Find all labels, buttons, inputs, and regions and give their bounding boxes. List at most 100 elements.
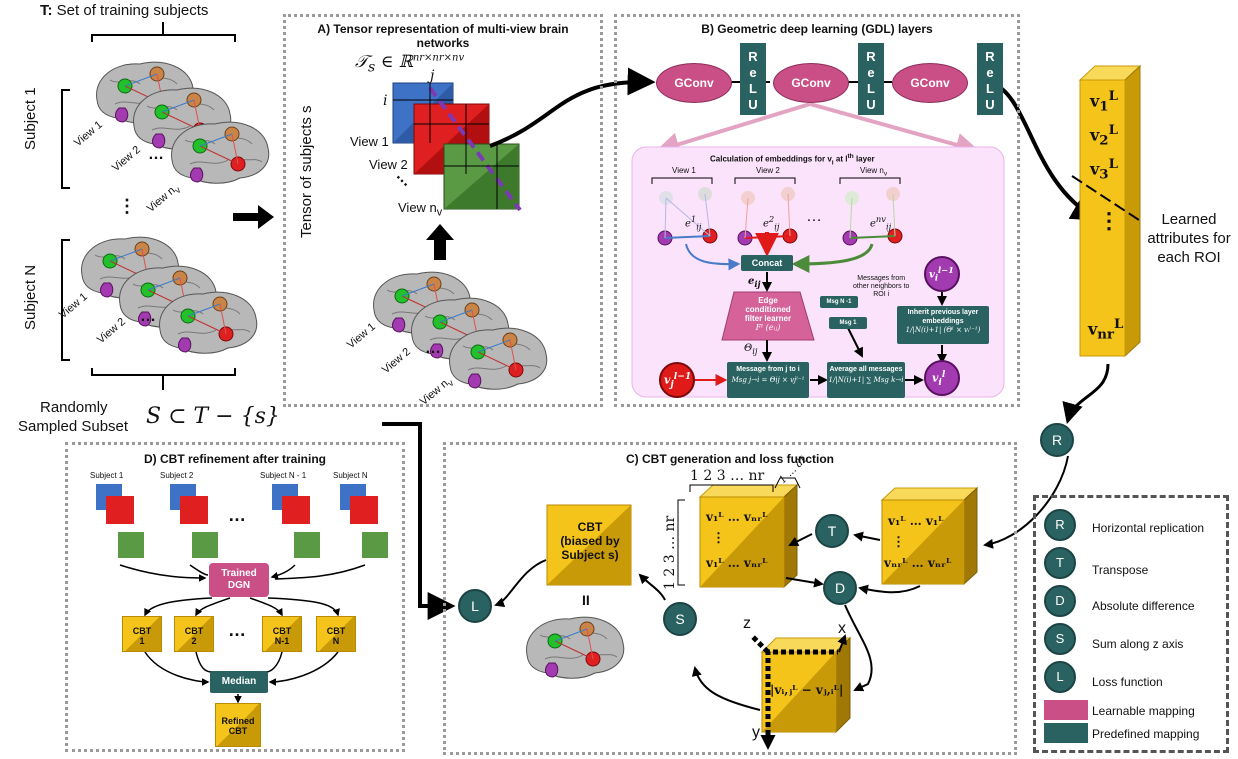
learned-v3: v3L — [1090, 156, 1118, 183]
node-d: D — [823, 571, 857, 605]
gconv-1: GConv — [656, 63, 732, 103]
legend-t-text: Transpose — [1092, 563, 1149, 577]
left-dots-n: … — [140, 308, 156, 325]
right-matrix-row1: v₁ᴸ … v₁ᴸ — [888, 514, 944, 528]
tensor-viewn: View nv — [398, 200, 443, 219]
panel-d-title: D) CBT refinement after training — [143, 452, 326, 466]
panel-d — [65, 442, 405, 752]
cbt-dots: … — [228, 620, 246, 640]
legend-t: T — [1044, 547, 1076, 579]
legend-predefined-text: Predefined mapping — [1092, 727, 1200, 741]
learned-vnr: vnrL — [1088, 316, 1124, 343]
legend-box — [1033, 495, 1229, 753]
tensor-i-label: i — [383, 93, 388, 109]
subject1-label: Subject 1 — [22, 87, 39, 150]
left-vdots: ⋮ — [118, 196, 136, 216]
a-brain-dots: … — [425, 340, 441, 357]
axis-y-label: y — [752, 724, 760, 741]
panel-b-title: B) Geometric deep learning (GDL) layers — [701, 22, 933, 36]
legend-s-text: Sum along z axis — [1092, 637, 1184, 651]
left-matrix-row1: v₁ᴸ … vₙᵣᴸ — [706, 510, 768, 524]
legend-predefined-swatch — [1044, 723, 1088, 743]
bracket-subjectN — [61, 239, 70, 361]
learned-v1: v1L — [1090, 88, 1118, 115]
tensor-j-label: j — [430, 68, 435, 84]
legend-d-text: Absolute difference — [1092, 599, 1195, 613]
legend-r-text: Horizontal replication — [1092, 521, 1205, 535]
random-subset-label-2: Sampled Subset — [18, 418, 129, 435]
d-subjectN: Subject N — [333, 471, 368, 480]
vi-node: vil — [932, 369, 946, 388]
tensor-math: 𝒯s ∈ ℝnr×nr×nv — [355, 52, 465, 76]
axis-x-label: x — [838, 620, 846, 637]
bracket-subject1 — [61, 89, 70, 189]
random-subset-label-1: Randomly — [40, 399, 108, 416]
learned-vdots: ⋮ — [1098, 208, 1120, 233]
legend-r: R — [1044, 509, 1076, 541]
tensor-view1: View 1 — [350, 134, 389, 149]
node-t: T — [815, 514, 849, 548]
node-s: S — [663, 602, 697, 636]
legend-learnable-text: Learnable mapping — [1092, 704, 1195, 718]
vj-node: vjl−1 — [664, 371, 692, 390]
msg-1-box: Msg 1 — [829, 317, 867, 329]
panel-c — [443, 442, 1017, 755]
b-viewn: View nv — [860, 166, 888, 178]
d-subject2: Subject 2 — [160, 471, 194, 480]
bracket-bottom — [91, 368, 236, 390]
left-matrix-row2: v₁ᴸ … vₙᵣᴸ — [706, 556, 768, 570]
equals-sign: II — [582, 592, 590, 608]
panel-a — [283, 14, 603, 407]
axis-z-label: z — [743, 615, 751, 632]
abs-diff-math: |vᵢ,ⱼᴸ − vⱼ,ᵢᴸ| — [770, 683, 844, 697]
panel-b — [614, 14, 1020, 407]
legend-s: S — [1044, 623, 1076, 655]
edge-e1: e1ij — [685, 214, 702, 232]
legend-l-text: Loss function — [1092, 675, 1163, 689]
median-box: Median — [210, 671, 268, 693]
learned-v2: v2L — [1090, 122, 1118, 149]
left-matrix-vdots: ⋮ — [712, 530, 725, 545]
panel-c-title: C) CBT generation and loss function — [625, 452, 834, 466]
right-matrix-row2: vₙᵣᴸ … vₙᵣᴸ — [884, 556, 952, 570]
node-r: R — [1040, 423, 1074, 457]
concat-box: Concat — [741, 255, 793, 271]
subjectN-label: Subject N — [22, 264, 39, 330]
eij-label: eij — [748, 276, 761, 289]
right-matrix-vdots: ⋮ — [892, 534, 905, 549]
d-subject1: Subject 1 — [90, 471, 124, 480]
random-subset-math: S ⊂ T − {s} — [146, 404, 280, 429]
left-dots: … — [148, 146, 164, 163]
tensor-view2: View 2 — [369, 157, 408, 172]
panel-a-title: A) Tensor representation of multi-view b… — [317, 22, 569, 50]
d-dots: … — [228, 505, 246, 525]
edge-e2: e2ij — [763, 214, 780, 232]
b-view2: View 2 — [756, 166, 780, 175]
legend-d: D — [1044, 585, 1076, 617]
gconv-2: GConv — [773, 63, 849, 103]
calc-title: Calculation of embeddings for vi at lth … — [710, 153, 875, 167]
edge-env: envij — [870, 214, 892, 232]
vi-prev-node: vil−1 — [929, 265, 954, 283]
b-view1: View 1 — [672, 166, 696, 175]
theta-label: Θij — [744, 343, 758, 356]
msg-n1-box: Msg N -1 — [820, 296, 858, 308]
node-l: L — [458, 589, 492, 623]
bracket-top — [91, 22, 236, 42]
legend-l: L — [1044, 661, 1076, 693]
